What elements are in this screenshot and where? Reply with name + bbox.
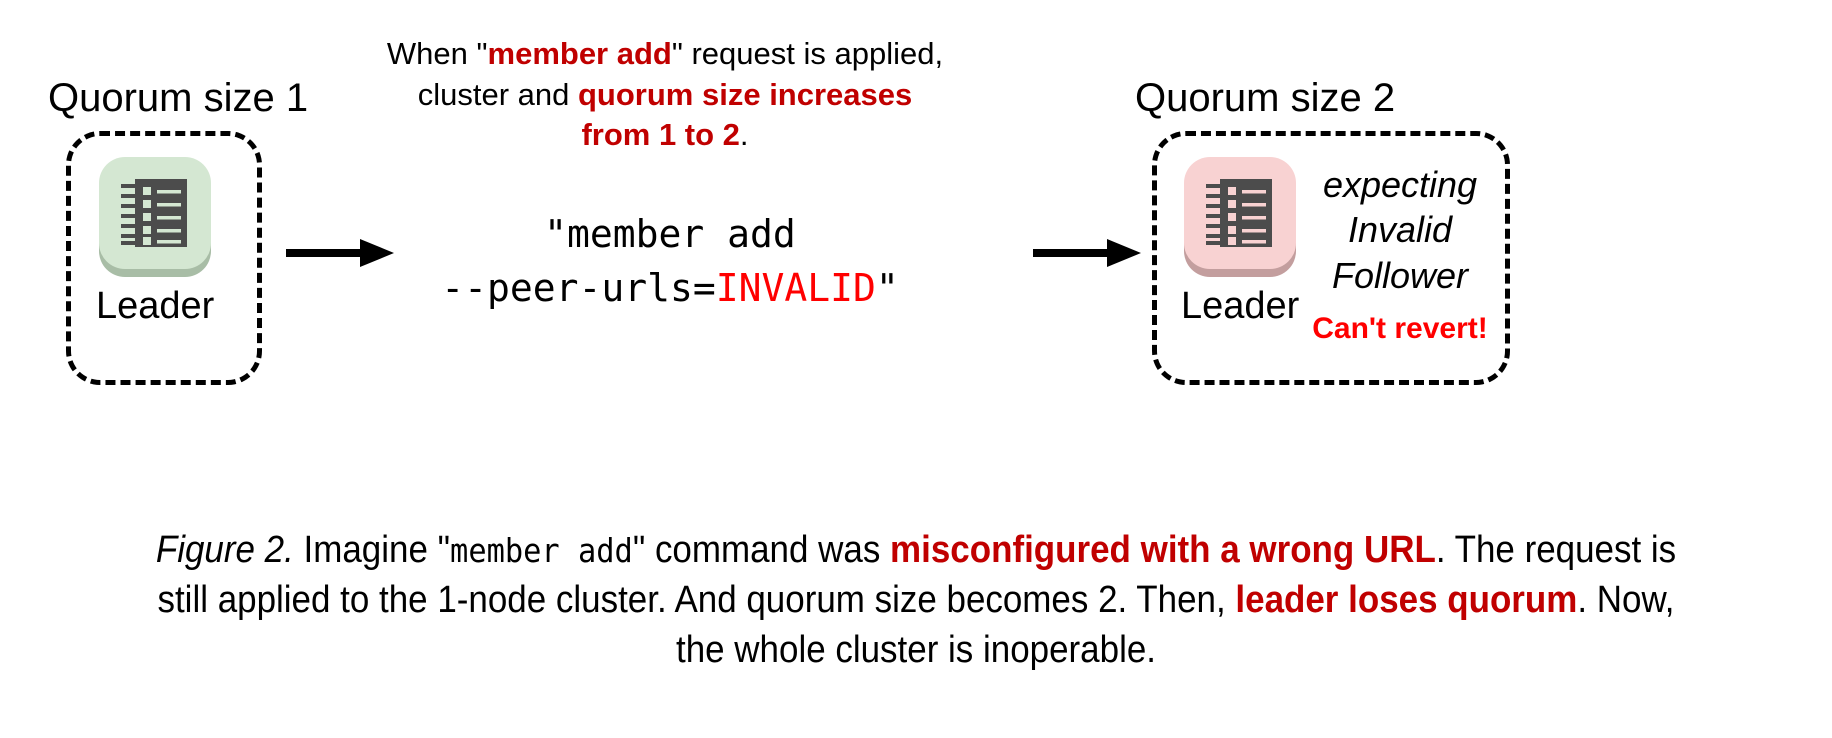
- top-note-line3-post: .: [739, 117, 749, 153]
- top-note-line1-emphasis: member add: [487, 36, 672, 71]
- caption-seg-4: . Now, the whole cluster is inoperable.: [675, 579, 1675, 672]
- left-leader-node: Leader: [96, 157, 214, 325]
- caption-command: member add: [450, 531, 633, 570]
- right-leader-node: Leader: [1181, 157, 1299, 325]
- figure-label: Figure 2.: [155, 529, 294, 571]
- caption-emphasis-1: misconfigured with a wrong URL: [890, 529, 1436, 571]
- right-cluster-status: expecting Invalid Follower Can't revert!: [1300, 162, 1500, 346]
- status-line-3: Follower: [1331, 254, 1469, 296]
- server-rack-icon: [1184, 157, 1297, 269]
- status-line-1: expecting: [1322, 164, 1478, 205]
- top-note-line2-emphasis: quorum size increases: [578, 76, 913, 112]
- command-line2-flag: --peer-urls=: [441, 265, 716, 310]
- server-rack-icon: [99, 157, 212, 269]
- top-annotation: When "member add" request is applied, cl…: [355, 34, 975, 156]
- arrow-right-icon: [1033, 236, 1143, 275]
- command-invalid-value: INVALID: [715, 265, 876, 310]
- caption-seg-3: . The request is still applied to the 1-…: [157, 529, 1677, 622]
- command-line2-quote: ": [875, 265, 899, 310]
- right-cluster-boundary: [1152, 131, 1510, 385]
- command-text: "member add --peer-urls=INVALID": [420, 208, 920, 316]
- top-note-line2-pre: cluster and: [417, 76, 578, 112]
- arrow-right-icon: [286, 236, 396, 275]
- top-note-line1-pre: When ": [386, 36, 488, 71]
- top-note-line3-emphasis: from 1 to 2: [581, 117, 740, 153]
- left-cluster-boundary: [66, 131, 262, 385]
- left-node-icon-wrap: [99, 157, 212, 277]
- command-line1: "member add: [544, 212, 796, 256]
- left-cluster-title: Quorum size 1: [48, 76, 309, 120]
- right-node-label: Leader: [1181, 285, 1300, 327]
- right-cluster-title: Quorum size 2: [1135, 76, 1396, 120]
- top-note-line1-post: " request is applied,: [671, 36, 944, 71]
- left-node-label: Leader: [96, 285, 215, 327]
- figure-caption: Figure 2. Imagine "member add" command w…: [128, 525, 1703, 675]
- caption-seg-1: Imagine ": [293, 529, 451, 571]
- right-node-icon-wrap: [1184, 157, 1297, 277]
- caption-seg-2: " command was: [632, 529, 891, 571]
- cant-revert-warning: Can't revert!: [1312, 312, 1488, 346]
- caption-emphasis-2: leader loses quorum: [1235, 579, 1578, 622]
- status-line-2: Invalid: [1347, 209, 1453, 251]
